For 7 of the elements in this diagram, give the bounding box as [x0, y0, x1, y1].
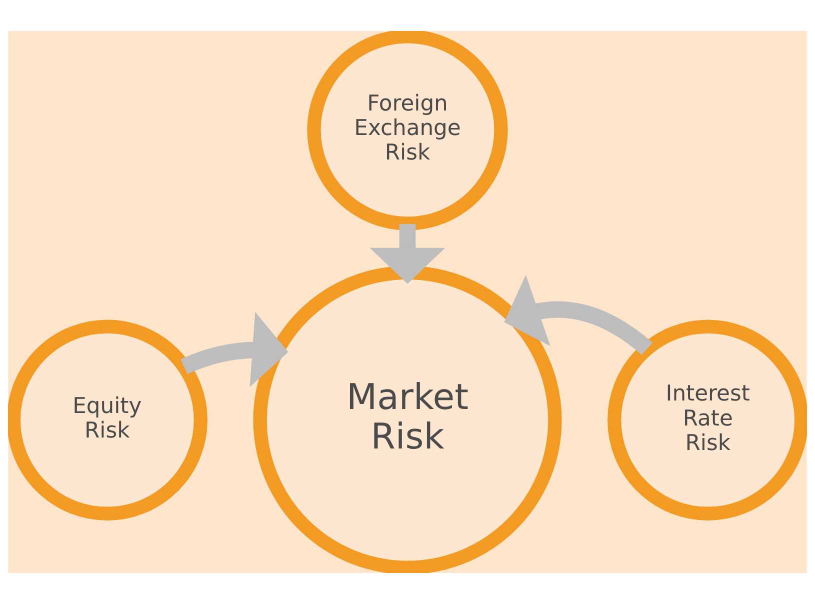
node-circle: Interest Rate Risk	[608, 320, 807, 520]
arrow	[370, 224, 446, 284]
node-circle: Foreign Exchange Risk	[307, 31, 508, 230]
arrow	[504, 274, 652, 356]
node-circle: Market Risk	[253, 266, 562, 573]
node-circle: Equity Risk	[8, 320, 208, 520]
arrow	[180, 312, 288, 387]
